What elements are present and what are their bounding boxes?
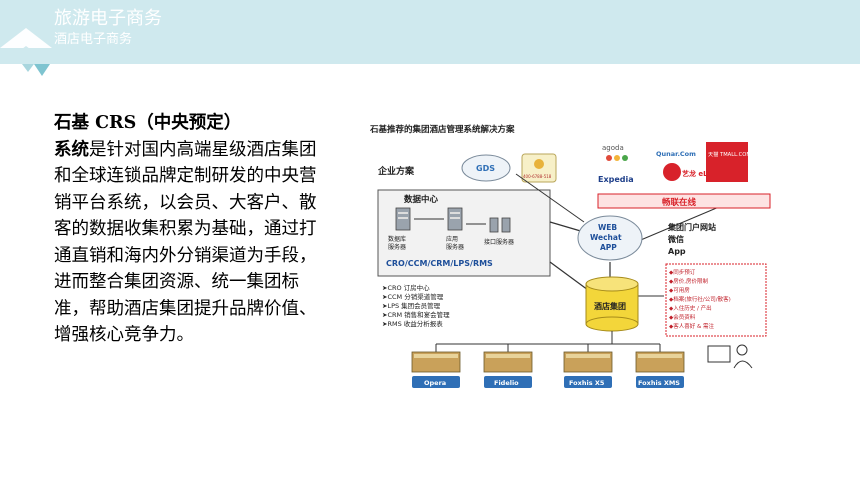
body-paragraph: 是针对国内高端星级酒店集团和全球连锁品牌定制研发的中央营销平台系统，以会员、大客… <box>54 139 317 346</box>
feature-box <box>665 263 767 337</box>
gds-label: GDS <box>476 164 495 173</box>
web-cloud-line-2: Wechat <box>590 233 622 242</box>
pms-foxhis-xms: Foxhis XMS <box>635 351 685 388</box>
pms-foxhis-x5-label: Foxhis X5 <box>569 379 605 387</box>
db-server-label-2: 服务器 <box>388 243 406 251</box>
module-item: ➤LPS 集团会员管理 <box>382 301 441 310</box>
heading-line2: 系统 <box>54 139 89 160</box>
channel-bar-label: 畅联在线 <box>662 197 697 208</box>
agoda-logo: agoda <box>602 144 624 152</box>
tmall-logo: 天猫 TMALL.COM <box>708 150 751 158</box>
agoda-dot-icon <box>614 155 620 161</box>
module-item: ➤CRO 订房中心 <box>382 283 430 292</box>
pms-foxhis-x5: Foxhis X5 <box>563 351 613 388</box>
feature-item: ◆入住历史 / 产出 <box>669 304 712 312</box>
web-cloud-icon <box>577 215 643 261</box>
header-subtitle: 酒店电子商务 <box>54 32 133 47</box>
arrow <box>515 173 585 223</box>
body-text: 石基 CRS（中央预定） 系统是针对国内高端星级酒店集团和全球连锁品牌定制研发的… <box>54 110 324 349</box>
db-server-icon <box>395 207 411 231</box>
portal-label-2: 微信 <box>667 234 684 244</box>
elong-icon <box>663 163 681 181</box>
phone-handset-icon <box>534 159 544 169</box>
heading-line1: 石基 CRS（中央预定） <box>54 113 242 133</box>
pms-fidelio-label: Fidelio <box>494 379 519 387</box>
app-server-label-1: 应用 <box>446 235 458 243</box>
feature-item: ◆会员资料 <box>669 313 696 321</box>
arrow <box>635 203 727 243</box>
interface-server-icon <box>489 217 511 233</box>
data-center-label: 数据中心 <box>404 194 439 205</box>
feature-item: ◆房价,房价限制 <box>669 277 708 285</box>
header-band <box>0 0 860 64</box>
module-item: ➤CRM 销售和宴会管理 <box>382 310 450 319</box>
header-title: 旅游电子商务 <box>54 8 162 29</box>
pms-opera: Opera <box>411 351 461 388</box>
elong-logo: 艺龙 eLong <box>682 169 722 178</box>
portal-label-3: App <box>668 247 686 256</box>
arrow <box>549 221 585 233</box>
feature-item: ◆客人喜好 & 需注 <box>669 322 715 330</box>
user-computer-icon <box>707 344 753 369</box>
arrow <box>549 261 589 291</box>
web-cloud-line-1: WEB <box>598 223 617 232</box>
interface-server-label: 接口服务器 <box>484 238 514 246</box>
module-item: ➤RMS 收益分析报表 <box>382 319 443 328</box>
pms-foxhis-xms-label: Foxhis XMS <box>638 379 680 387</box>
corner-decoration <box>0 28 52 76</box>
app-server-icon <box>447 207 463 231</box>
agoda-dot-icon <box>622 155 628 161</box>
modules-line: CRO/CCM/CRM/LPS/RMS <box>386 259 493 268</box>
tmall-logo-box <box>706 142 748 182</box>
pms-fidelio: Fidelio <box>483 351 533 388</box>
feature-item: ◆同步预订 <box>669 268 696 276</box>
db-server-label-1: 数据库 <box>388 235 406 243</box>
solution-diagram: 石基推荐的集团酒店管理系统解决方案 企业方案 GDS 400-6788-518 … <box>366 112 772 402</box>
app-server-label-2: 服务器 <box>446 243 464 251</box>
phone-number: 400-6788-518 <box>523 174 552 179</box>
hotel-group-database-icon <box>585 276 639 332</box>
expedia-logo: Expedia <box>598 175 634 184</box>
portal-label-1: 集团门户网站 <box>667 222 716 232</box>
web-cloud-line-3: APP <box>600 243 617 252</box>
diagram-title: 石基推荐的集团酒店管理系统解决方案 <box>369 124 515 135</box>
agoda-dot-icon <box>606 155 612 161</box>
gds-cloud-icon <box>461 154 511 182</box>
qunar-logo: Qunar.Com <box>656 150 696 158</box>
channel-bar <box>597 193 771 209</box>
feature-item: ◆可用房 <box>669 286 690 294</box>
module-item: ➤CCM 分销渠道管理 <box>382 292 444 301</box>
pms-opera-label: Opera <box>424 379 446 387</box>
enterprise-label: 企业方案 <box>377 165 415 177</box>
feature-item: ◆档案(旅行社/公司/散客) <box>669 295 731 303</box>
data-center-box <box>377 189 551 277</box>
hotel-group-label: 酒店集团 <box>594 301 626 311</box>
